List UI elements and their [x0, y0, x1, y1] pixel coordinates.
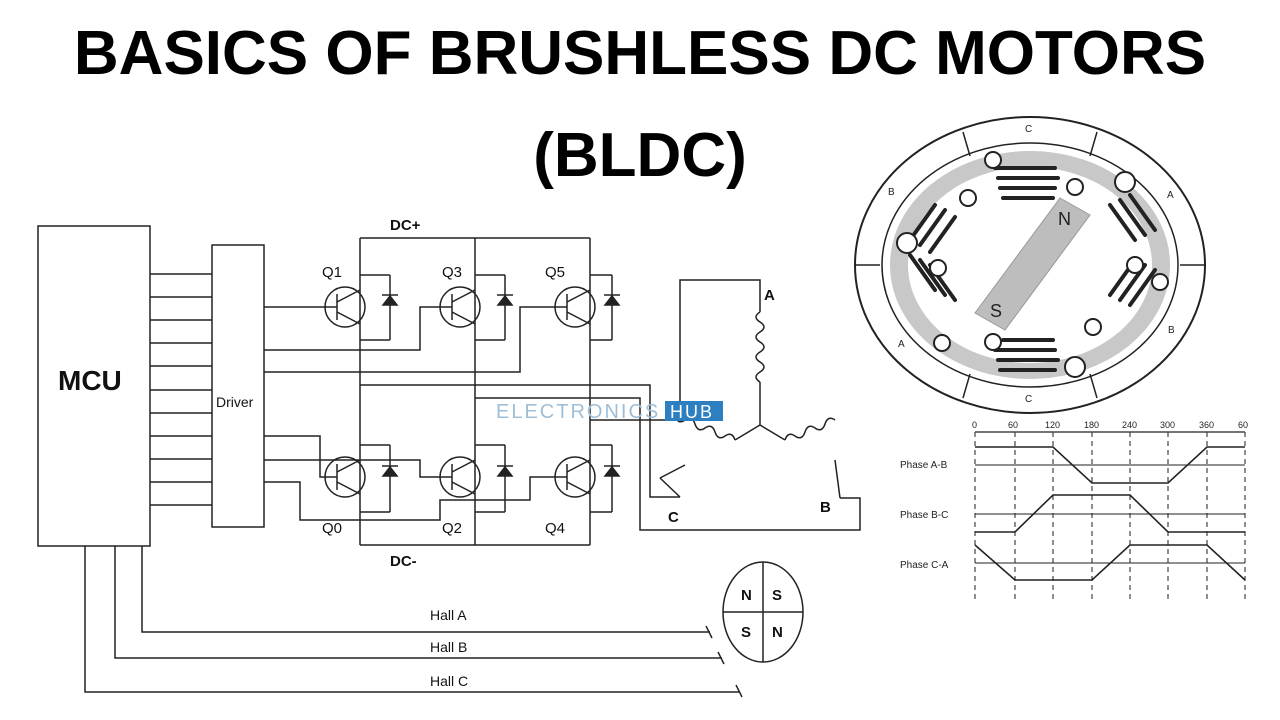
transistor-label-q1: Q1 — [322, 264, 342, 281]
phase-b-label: B — [820, 499, 831, 516]
page-title: BASICS OF BRUSHLESS DC MOTORS — [73, 19, 1207, 88]
stator-label-6: B — [888, 187, 895, 198]
tick-60: 60 — [1008, 420, 1018, 430]
transistor-label-q4: Q4 — [545, 520, 565, 537]
hall-pole-4: N — [772, 624, 783, 641]
stator-label-1: C — [1025, 124, 1032, 135]
driver-block — [211, 244, 265, 528]
tick-300: 300 — [1160, 420, 1175, 430]
transistor-label-q5: Q5 — [545, 264, 565, 281]
mcu-label: MCU — [58, 365, 122, 396]
hall-b-label: Hall B — [430, 639, 467, 655]
mcu-block — [37, 225, 151, 547]
hall-pole-2: S — [772, 587, 782, 604]
waveform-chart — [974, 431, 1246, 600]
hall-pole-3: S — [741, 624, 751, 641]
tick-180: 180 — [1084, 420, 1099, 430]
hall-c-label: Hall C — [430, 673, 468, 689]
rotor-n-label: N — [1058, 209, 1071, 229]
phase-ca-label: Phase C-A — [900, 560, 949, 571]
dc-minus-label: DC- — [390, 553, 417, 570]
watermark-text: ELECTRONICS — [496, 401, 660, 423]
stator-label-3: B — [1168, 325, 1175, 336]
watermark-badge — [665, 401, 723, 421]
stator-label-2: A — [1167, 190, 1174, 201]
motor-cross-section — [854, 116, 1206, 414]
tick-240: 240 — [1122, 420, 1137, 430]
hall-pole-1: N — [741, 587, 752, 604]
watermark-badge-text: HUB — [670, 402, 714, 422]
rotor-s-label: S — [990, 301, 1002, 321]
stator-label-5: A — [898, 339, 905, 350]
phase-bc-label: Phase B-C — [900, 510, 948, 521]
transistor-label-q2: Q2 — [442, 520, 462, 537]
phase-c-label: C — [668, 509, 679, 526]
driver-label: Driver — [216, 394, 254, 410]
tick-120: 120 — [1045, 420, 1060, 430]
hall-a-label: Hall A — [430, 607, 467, 623]
phase-ab-label: Phase A-B — [900, 460, 948, 471]
phase-a-label: A — [764, 287, 775, 304]
dc-plus-label: DC+ — [390, 217, 421, 234]
tick-0: 0 — [972, 420, 977, 430]
transistor-label-q3: Q3 — [442, 264, 462, 281]
tick-60-end: 60 — [1238, 420, 1248, 430]
page-subtitle: (BLDC) — [533, 121, 747, 190]
transistor-label-q0: Q0 — [322, 520, 342, 537]
stator-label-4: C — [1025, 394, 1032, 405]
tick-360: 360 — [1199, 420, 1214, 430]
